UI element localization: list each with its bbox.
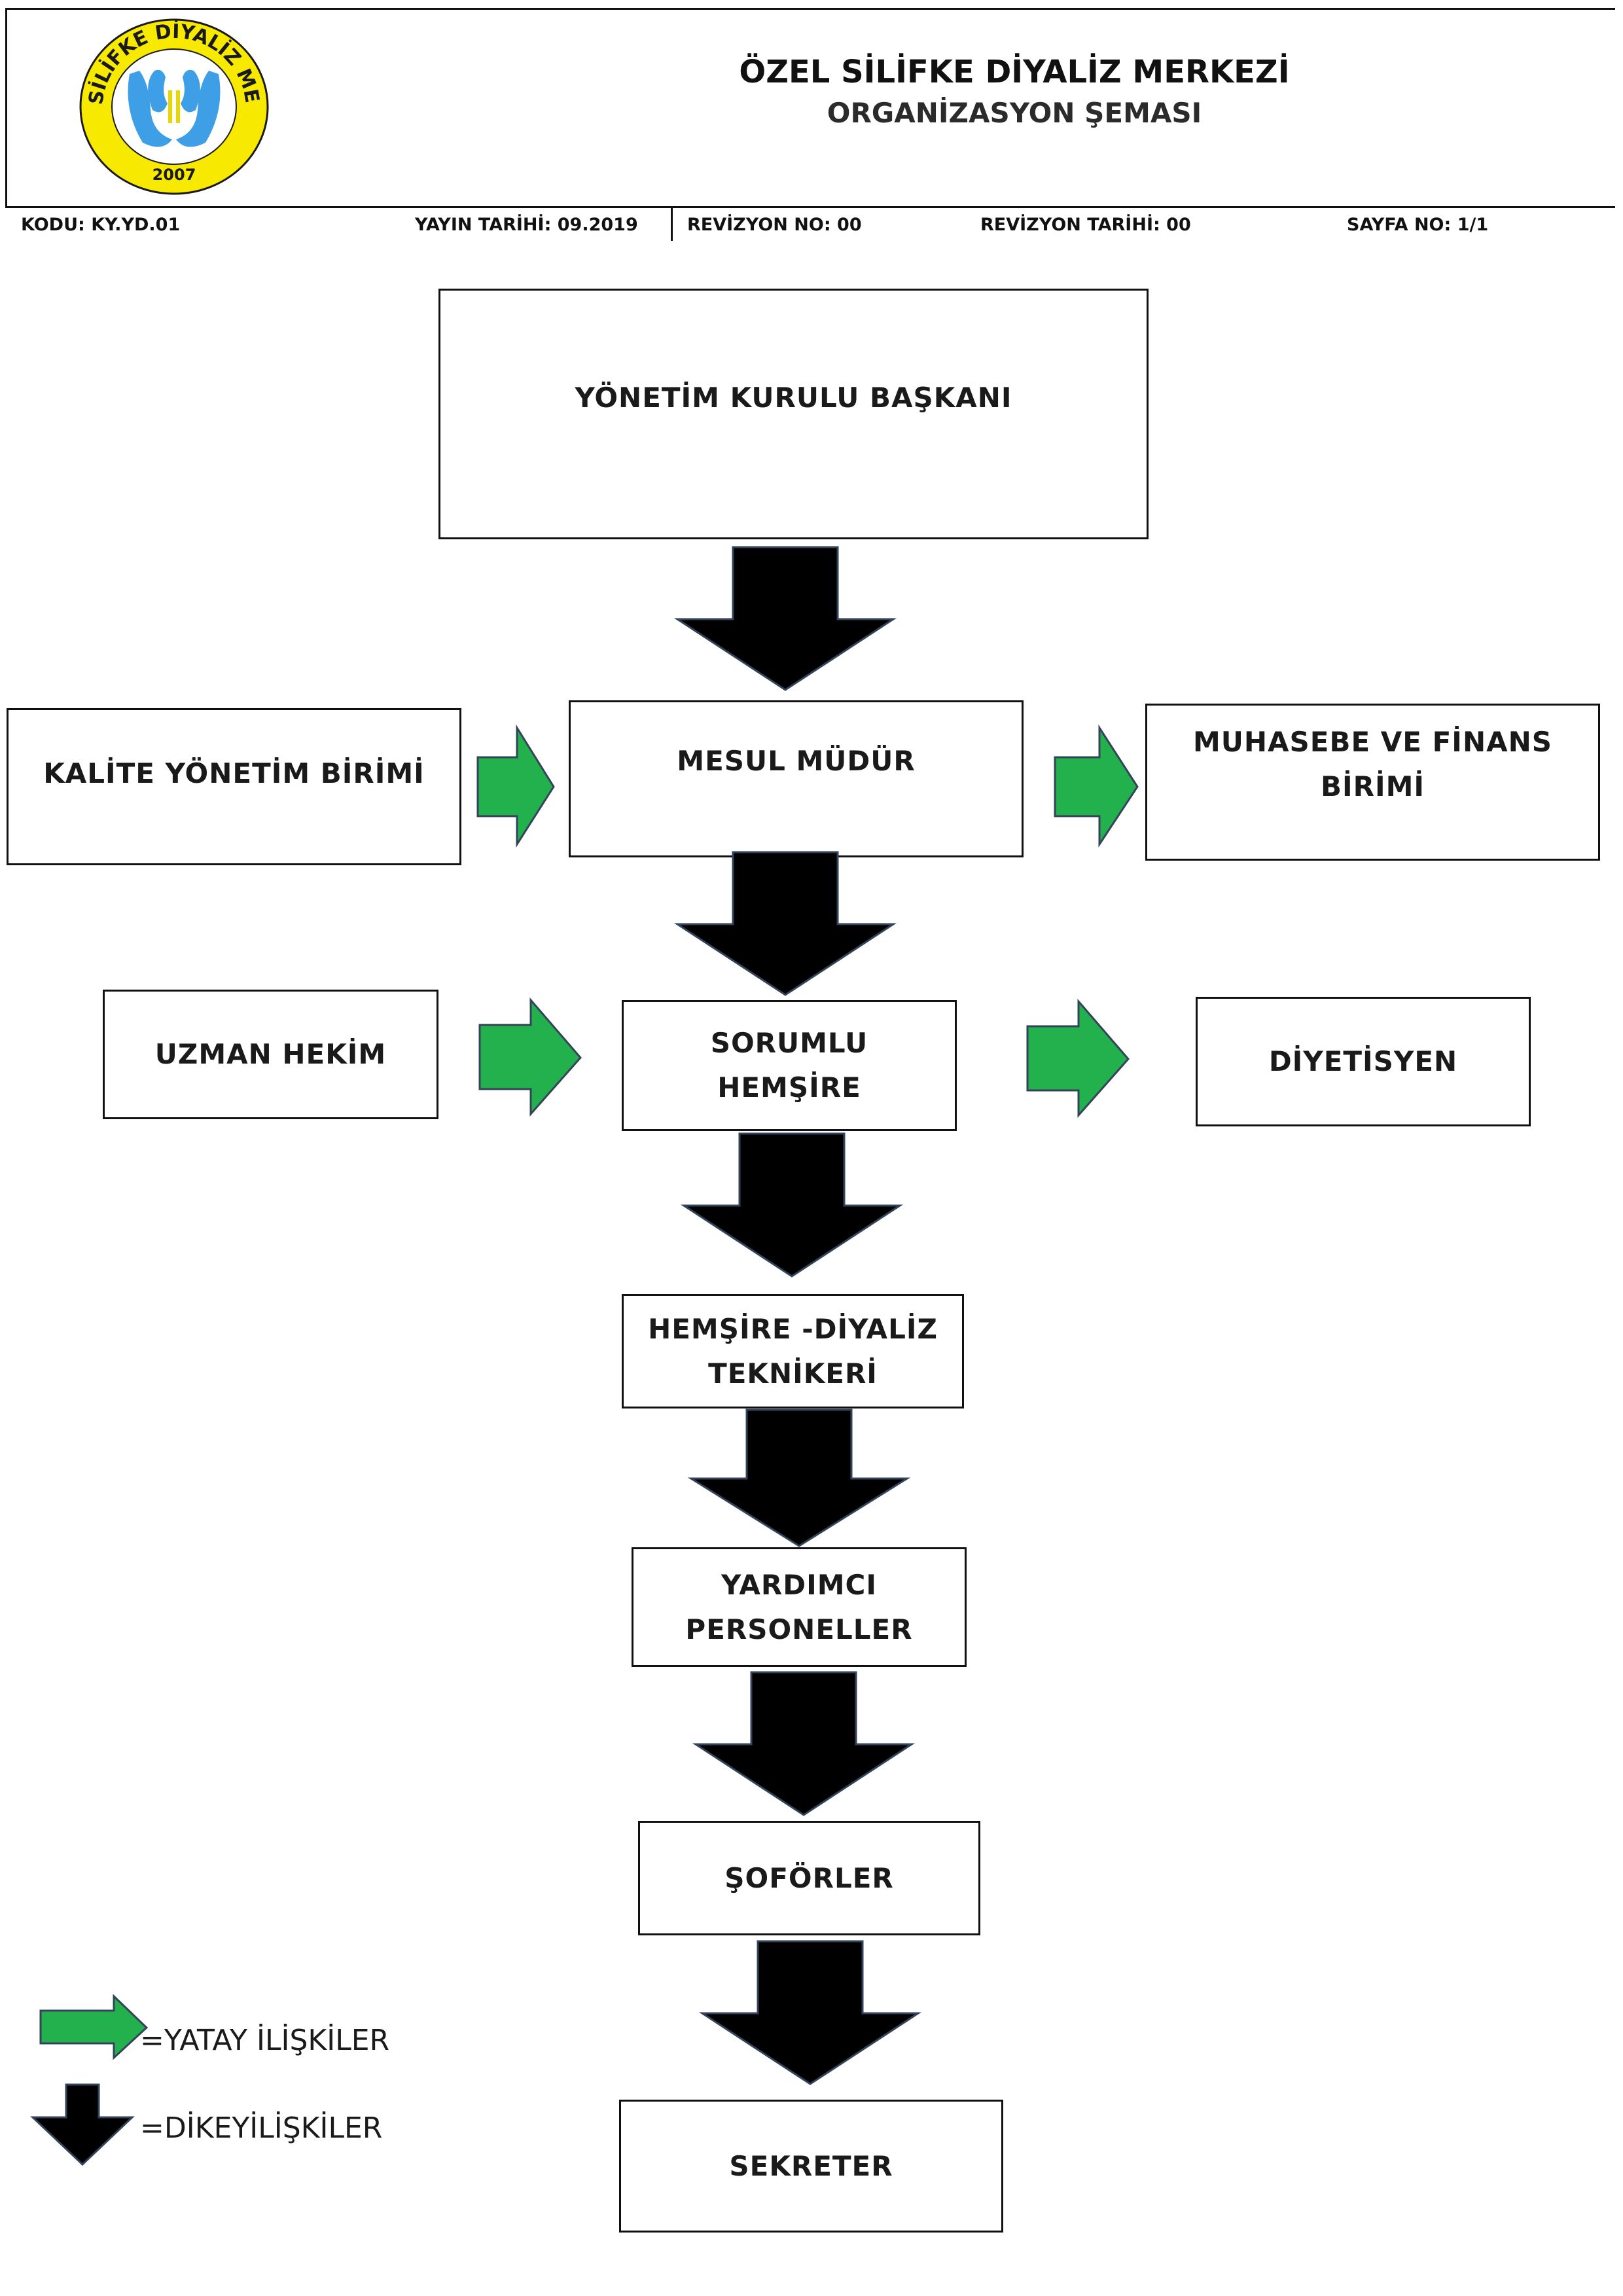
legend-horizontal-arrow-icon xyxy=(39,1994,149,2060)
vertical-arrow-6 xyxy=(698,1940,922,2085)
vertical-arrow-4 xyxy=(687,1408,911,1547)
node-label: MUHASEBE VE FİNANS BİRİMİ xyxy=(1192,726,1552,802)
node-label: SORUMLU HEMŞİRE xyxy=(710,1027,868,1103)
node-label: SEKRETER xyxy=(729,2149,893,2182)
legend-vertical-label: =DİKEYİLİŞKİLER xyxy=(140,2111,383,2145)
horizontal-arrow-sorumlu-diyetisyen xyxy=(1026,998,1130,1118)
page-subtitle: ORGANİZASYON ŞEMASI xyxy=(827,97,1202,129)
node-soforler: ŞOFÖRLER xyxy=(638,1821,980,1935)
horizontal-arrow-kalite-mesul xyxy=(476,724,555,848)
node-sorumlu-hemsire: SORUMLU HEMŞİRE xyxy=(622,1000,957,1131)
logo: ÖZEL SİLİFKE DİYALİZ MERKEZİ 2007 xyxy=(69,0,271,195)
node-muhasebe-ve-finans-birimi: MUHASEBE VE FİNANS BİRİMİ xyxy=(1145,704,1600,861)
node-uzman-hekim: UZMAN HEKİM xyxy=(103,990,438,1119)
meta-revizyon-tarihi: REVİZYON TARİHİ: 00 xyxy=(980,215,1191,235)
meta-revizyon-no: REVİZYON NO: 00 xyxy=(687,215,862,235)
header-frame-top xyxy=(5,8,1615,10)
node-label: UZMAN HEKİM xyxy=(154,1038,387,1070)
node-diyetisyen: DİYETİSYEN xyxy=(1196,997,1531,1126)
legend-vertical-arrow-icon xyxy=(30,2083,135,2166)
meta-separator xyxy=(671,208,673,241)
logo-year: 2007 xyxy=(152,166,196,184)
header-frame-left xyxy=(5,8,7,207)
vertical-arrow-5 xyxy=(692,1671,916,1816)
node-label: MESUL MÜDÜR xyxy=(677,745,916,777)
vertical-arrow-2 xyxy=(673,851,897,996)
node-label: KALİTE YÖNETİM BİRİMİ xyxy=(43,757,425,789)
node-sekreter: SEKRETER xyxy=(619,2100,1003,2233)
horizontal-arrow-uzman-sorumlu xyxy=(478,997,582,1117)
vertical-arrow-1 xyxy=(673,546,897,691)
horizontal-arrow-mesul-muhasebe xyxy=(1054,724,1139,848)
legend-horizontal-label: =YATAY İLİŞKİLER xyxy=(140,2024,390,2057)
node-label: ŞOFÖRLER xyxy=(724,1861,894,1894)
meta-sayfa-no: SAYFA NO: 1/1 xyxy=(1347,215,1489,235)
node-label: YARDIMCI PERSONELLER xyxy=(685,1568,913,1645)
node-yonetim-kurulu-baskani: YÖNETİM KURULU BAŞKANI xyxy=(438,289,1149,539)
node-yardimci-personeller: YARDIMCI PERSONELLER xyxy=(632,1547,967,1667)
node-label: YÖNETİM KURULU BAŞKANI xyxy=(575,382,1012,414)
header-divider xyxy=(5,206,1615,208)
vertical-arrow-3 xyxy=(680,1132,904,1278)
node-mesul-mudur: MESUL MÜDÜR xyxy=(569,700,1024,857)
node-label: HEMŞİRE -DİYALİZ TEKNİKERİ xyxy=(648,1312,938,1390)
meta-yayin-tarihi: YAYIN TARİHİ: 09.2019 xyxy=(415,215,638,235)
node-kalite-yonetim-birimi: KALİTE YÖNETİM BİRİMİ xyxy=(7,708,461,865)
meta-kodu: KODU: KY.YD.01 xyxy=(21,215,181,235)
node-label: DİYETİSYEN xyxy=(1268,1045,1458,1077)
node-hemsire-diyaliz-teknikeri: HEMŞİRE -DİYALİZ TEKNİKERİ xyxy=(622,1294,964,1408)
hands-kidney-logo-icon: ÖZEL SİLİFKE DİYALİZ MERKEZİ 2007 xyxy=(69,0,269,195)
page-title: ÖZEL SİLİFKE DİYALİZ MERKEZİ xyxy=(739,54,1290,90)
